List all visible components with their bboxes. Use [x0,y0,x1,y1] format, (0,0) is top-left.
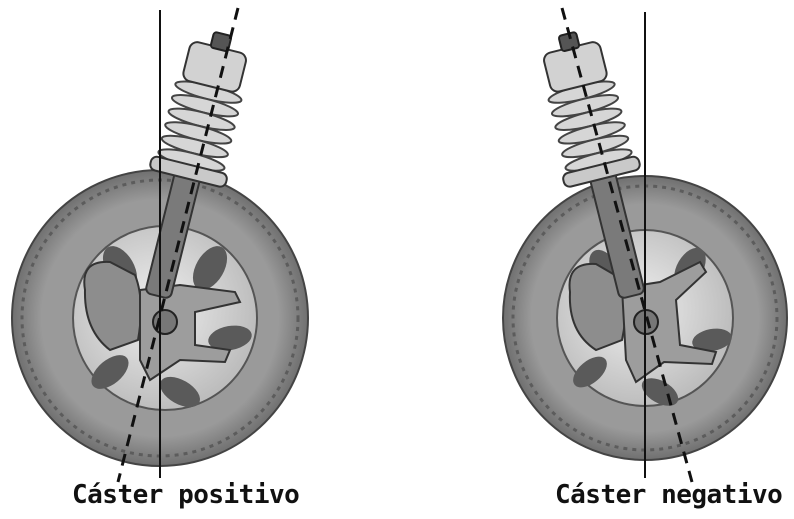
caption-positive-caster: Cáster positivo [72,480,299,510]
negative-caster-assembly [503,8,787,482]
hub [153,310,177,334]
positive-caster-assembly [12,8,308,482]
caption-negative-caster: Cáster negativo [555,480,782,510]
